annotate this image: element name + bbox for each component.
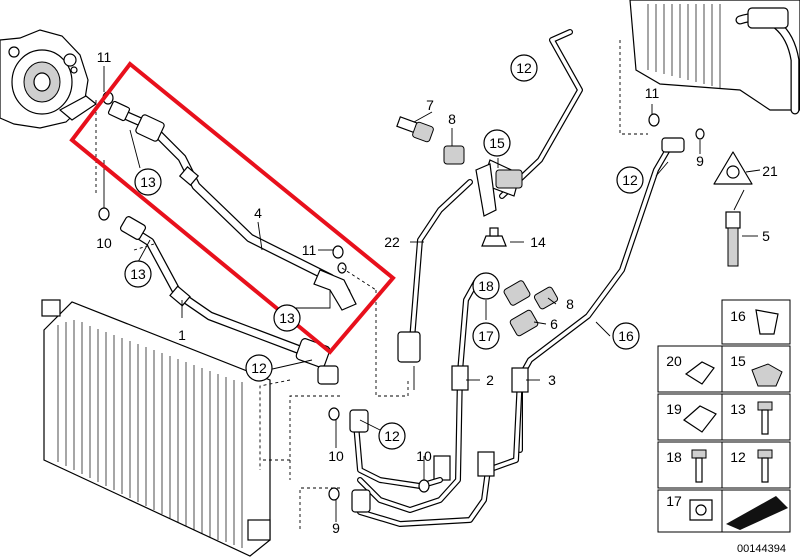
callout-9-bottom: 9 — [332, 520, 340, 536]
callout-12-top: 12 — [510, 54, 538, 82]
svg-text:10: 10 — [416, 448, 432, 464]
leader-lines — [103, 66, 761, 522]
callout-12-left: 12 — [245, 354, 273, 382]
callout-8-top: 8 — [448, 111, 456, 127]
callout-1: 1 — [178, 327, 186, 343]
switch-5-part — [725, 211, 741, 267]
compressor-illustration — [0, 29, 98, 129]
callout-22: 22 — [384, 234, 400, 250]
cap-8-mid — [533, 286, 559, 310]
callout-14: 14 — [530, 234, 546, 250]
callout-9-top: 9 — [696, 153, 704, 169]
line-3 — [357, 367, 529, 527]
legend-20: 20 — [666, 353, 682, 369]
legend-18: 18 — [666, 449, 682, 465]
svg-text:6: 6 — [550, 316, 558, 332]
svg-text:14: 14 — [530, 234, 546, 250]
callout-13-left: 13 — [124, 260, 152, 288]
svg-text:12: 12 — [251, 360, 267, 376]
callout-6: 6 — [550, 316, 558, 332]
diagram-id: 00144394 — [737, 543, 786, 555]
svg-text:1: 1 — [178, 327, 186, 343]
callout-21: 21 — [762, 163, 778, 179]
callout-7: 7 — [426, 97, 434, 113]
valve-18-part — [503, 280, 531, 306]
legend-13: 13 — [730, 401, 746, 417]
callout-13-mid: 13 — [273, 304, 301, 332]
valve-6-part — [509, 309, 539, 337]
callout-17: 17 — [472, 322, 500, 350]
svg-text:12: 12 — [384, 428, 400, 444]
callout-13-top: 13 — [134, 168, 162, 196]
legend-19: 19 — [666, 401, 682, 417]
svg-text:12: 12 — [516, 60, 532, 76]
svg-text:17: 17 — [478, 328, 494, 344]
svg-text:8: 8 — [566, 296, 574, 312]
svg-text:9: 9 — [696, 153, 704, 169]
svg-text:5: 5 — [762, 228, 770, 244]
svg-text:21: 21 — [762, 163, 778, 179]
valve-7 — [396, 116, 434, 143]
svg-text:2: 2 — [486, 372, 494, 388]
svg-text:15: 15 — [489, 135, 505, 151]
callout-16: 16 — [612, 322, 640, 350]
condenser-illustration — [41, 299, 271, 557]
hose-1 — [119, 216, 339, 385]
pipe-upper — [481, 29, 583, 199]
callout-12-right: 12 — [616, 166, 644, 194]
legend-15: 15 — [730, 353, 746, 369]
hose-4 — [107, 100, 357, 311]
callout-5: 5 — [762, 228, 770, 244]
svg-text:10: 10 — [328, 448, 344, 464]
svg-text:11: 11 — [97, 49, 112, 65]
callout-2: 2 — [486, 372, 494, 388]
svg-text:11: 11 — [302, 242, 317, 258]
svg-text:12: 12 — [622, 172, 638, 188]
svg-text:13: 13 — [279, 310, 295, 326]
cap-8-top — [443, 145, 465, 165]
svg-text:10: 10 — [96, 235, 112, 251]
legend-16: 16 — [730, 308, 746, 324]
callout-15: 15 — [483, 129, 511, 157]
nut-14-part — [481, 227, 507, 247]
svg-text:22: 22 — [384, 234, 400, 250]
callout-10-bottom-right: 10 — [416, 448, 432, 464]
legend-12: 12 — [730, 449, 746, 465]
line-22 — [397, 179, 473, 363]
legend-17: 17 — [666, 493, 682, 509]
callout-11-top-left: 11 — [97, 49, 112, 65]
callout-3: 3 — [548, 372, 556, 388]
svg-text:7: 7 — [426, 97, 434, 113]
callout-10-left: 10 — [96, 235, 112, 251]
dashed-guides — [95, 40, 648, 530]
callout-4: 4 — [254, 205, 262, 221]
callout-11-right: 11 — [645, 85, 660, 101]
svg-text:13: 13 — [130, 266, 146, 282]
svg-text:13: 13 — [140, 174, 156, 190]
line-2 — [357, 279, 479, 513]
callout-8-mid: 8 — [566, 296, 574, 312]
svg-text:16: 16 — [618, 328, 634, 344]
warning-21-symbol — [713, 151, 753, 185]
svg-text:3: 3 — [548, 372, 556, 388]
cooler-illustration — [629, 0, 800, 115]
highlight-box — [69, 61, 396, 355]
callout-18: 18 — [472, 272, 500, 300]
svg-text:11: 11 — [645, 85, 660, 101]
svg-text:18: 18 — [478, 278, 494, 294]
svg-text:8: 8 — [448, 111, 456, 127]
callout-10-bottom-left: 10 — [328, 448, 344, 464]
callout-11-mid: 11 — [302, 242, 317, 258]
o-rings — [98, 91, 705, 501]
parts-legend: 16 20 15 19 13 18 12 17 — [657, 299, 791, 533]
svg-text:9: 9 — [332, 520, 340, 536]
callout-12-bottom: 12 — [378, 422, 406, 450]
bracket-15-part — [475, 163, 497, 217]
svg-text:4: 4 — [254, 205, 262, 221]
